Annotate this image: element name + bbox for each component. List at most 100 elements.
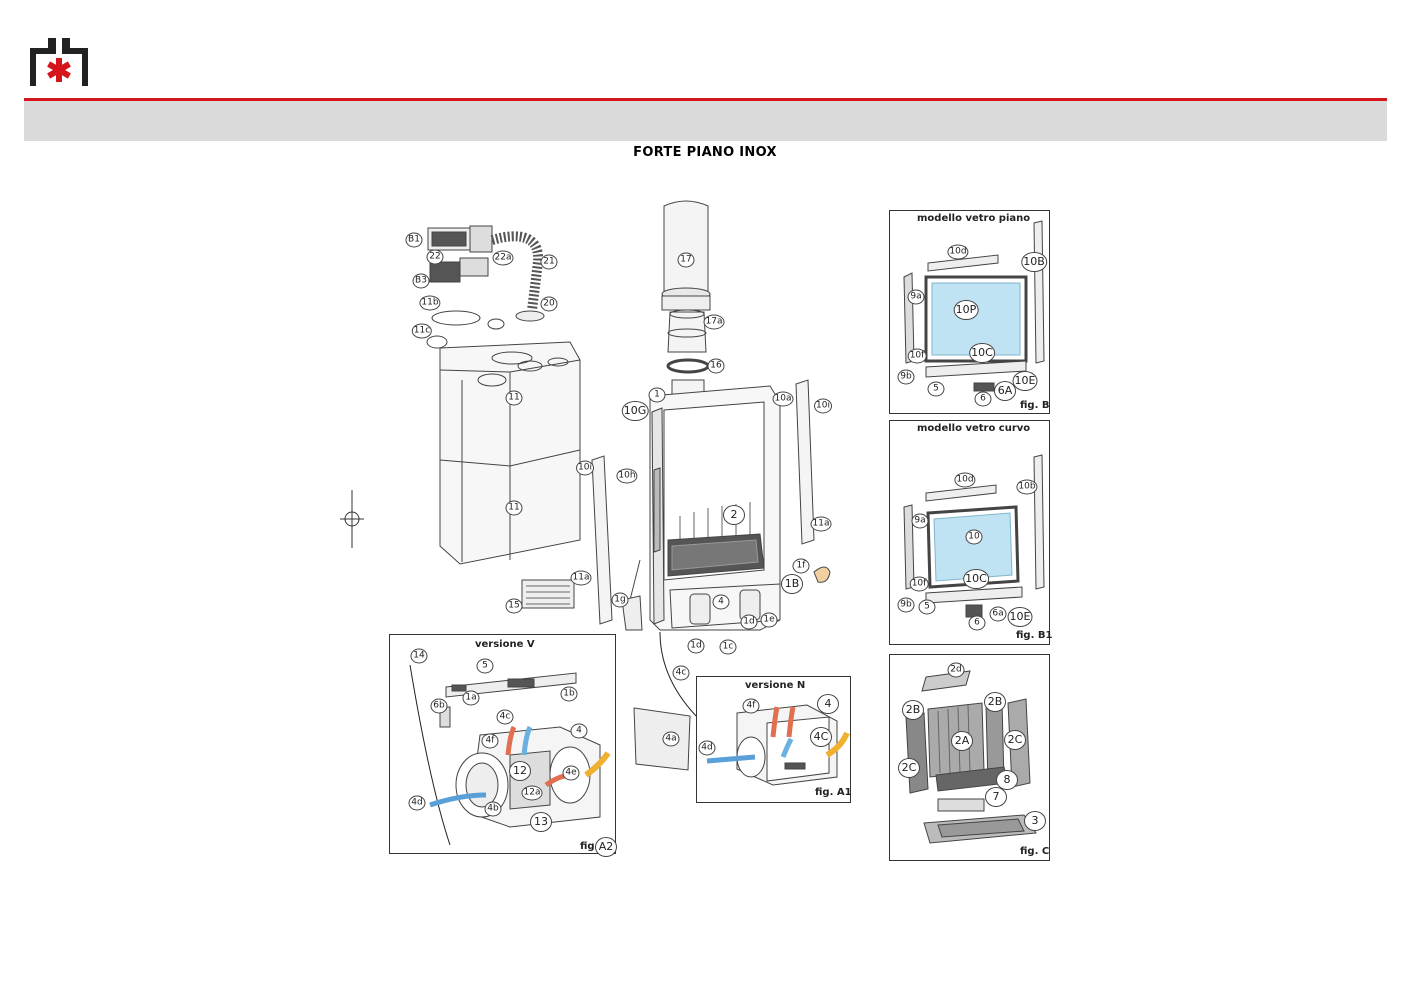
fig-b-drawing [903, 220, 1045, 392]
fig-c-caption: fig. C [1020, 846, 1050, 857]
label-b1-6a: 6a [989, 606, 1007, 622]
label-b1-9a: 9a [911, 513, 929, 529]
label-b-5: 5 [927, 381, 945, 397]
label-1f: 1f [792, 558, 810, 574]
label-16: 16 [707, 358, 725, 374]
fig-c-panel: 2d 2B 2B 2A 2C 2C 8 7 3 fig. C [889, 654, 1050, 861]
page-title: FORTE PIANO INOX [633, 145, 777, 160]
label-b1-10c: 10C [963, 569, 989, 589]
label-21: 21 [540, 254, 558, 270]
label-c-2d: 2d [947, 662, 965, 678]
fig-b-caption: fig. B [1020, 400, 1050, 411]
label-a1-4c: 4C [810, 727, 832, 747]
label-b1-10e: 10E [1007, 607, 1033, 627]
label-2: 2 [723, 505, 745, 525]
fig-b-panel: modello vetro piano 10d 10B 9a 10P 10f 1… [889, 210, 1050, 414]
label-4c-main: 4c [672, 665, 690, 681]
label-b3: B3 [412, 273, 430, 289]
label-b1: B1 [405, 232, 423, 248]
label-1a: 1a [462, 690, 480, 706]
label-10g: 10G [621, 401, 649, 421]
label-4a: 4a [662, 731, 680, 747]
warm-air-arrow [505, 725, 517, 756]
fig-a1-caption: fig. A1 [815, 787, 852, 798]
label-a1-4d: 4d [698, 740, 716, 756]
label-1g: 1g [611, 592, 629, 608]
label-b-10p: 10P [953, 300, 979, 320]
cold-air-arrow [429, 792, 487, 808]
label-b-9a: 9a [907, 289, 925, 305]
fig-a2-drawing [409, 664, 611, 846]
label-10i-right: 10i [814, 398, 832, 414]
label-c-7: 7 [985, 787, 1007, 807]
fig-b1-drawing [903, 454, 1045, 618]
label-b-9b: 9b [897, 369, 915, 385]
label-1d-b: 1d [687, 638, 705, 654]
label-b-10d: 10d [947, 244, 969, 260]
label-c-3: 3 [1024, 811, 1046, 831]
label-b1-10b: 10b [1016, 479, 1038, 495]
label-12a: 12a [521, 785, 543, 801]
label-13: 13 [530, 812, 552, 832]
label-11a-right: 11a [810, 516, 832, 532]
label-11-top: 11 [505, 390, 523, 406]
label-1d-a: 1d [740, 614, 758, 630]
label-4c: 4c [496, 709, 514, 725]
label-10a: 10a [772, 391, 794, 407]
label-15: 15 [505, 598, 523, 614]
label-b-10e: 10E [1012, 371, 1038, 391]
fig-a1-title: versione N [745, 680, 806, 691]
label-b-10b: 10B [1021, 252, 1047, 272]
label-b-10c: 10C [969, 343, 995, 363]
label-b1-9b: 9b [897, 597, 915, 613]
fig-b1-caption: fig. B1 [1016, 630, 1053, 641]
crosshair-mark [340, 490, 364, 548]
label-b1-5: 5 [918, 599, 936, 615]
label-4e: 4e [562, 765, 580, 781]
brand-logo [30, 38, 88, 86]
label-c-2b-right: 2B [984, 692, 1006, 712]
label-4f: 4f [481, 733, 499, 749]
label-17: 17 [677, 252, 695, 268]
label-4-main: 4 [712, 594, 730, 610]
fig-a2-title: versione V [475, 639, 535, 650]
label-4d: 4d [408, 795, 426, 811]
label-a1-4f: 4f [742, 698, 760, 714]
label-12: 12 [509, 761, 531, 781]
label-10h: 10h [616, 468, 638, 484]
label-b-6a: 6A [994, 381, 1016, 401]
label-c-2c-right: 2C [1004, 730, 1026, 750]
label-11a-left: 11a [570, 570, 592, 586]
label-4b: 4b [484, 801, 502, 817]
label-a1-4: 4 [817, 694, 839, 714]
label-17a: 17a [703, 314, 725, 330]
label-c-8: 8 [996, 770, 1018, 790]
label-11-mid: 11 [505, 500, 523, 516]
label-20: 20 [540, 296, 558, 312]
fig-a1-panel: versione N 4f 4 4C 4d fig. A1 [696, 676, 852, 803]
label-5: 5 [476, 658, 494, 674]
label-10i-left: 10i [576, 460, 594, 476]
label-b1-10d: 10d [954, 472, 976, 488]
fig-a2-panel: versione V 14 5 1a 1b 6b 4c 4 4f 12 4e 4… [389, 634, 617, 857]
label-11c: 11c [411, 323, 433, 339]
label-14: 14 [410, 648, 428, 664]
label-1: 1 [648, 387, 666, 403]
label-b-10f: 10f [907, 348, 927, 364]
label-c-2b-left: 2B [902, 700, 924, 720]
header-divider [24, 98, 1387, 101]
label-b1-10f: 10f [909, 576, 929, 592]
fig-a2-caption: fig [580, 841, 595, 852]
fig-a1-drawing [706, 704, 850, 786]
label-22: 22 [426, 249, 444, 265]
label-c-2c-left: 2C [898, 758, 920, 778]
label-1b: 1B [781, 574, 803, 594]
label-b1-6: 6 [968, 615, 986, 631]
label-b-6: 6 [974, 391, 992, 407]
label-b1-10: 10 [965, 529, 983, 545]
fig-b1-title: modello vetro curvo [917, 423, 1031, 434]
label-1c: 1c [719, 639, 737, 655]
label-1b: 1b [560, 686, 578, 702]
label-1e: 1e [760, 612, 778, 628]
